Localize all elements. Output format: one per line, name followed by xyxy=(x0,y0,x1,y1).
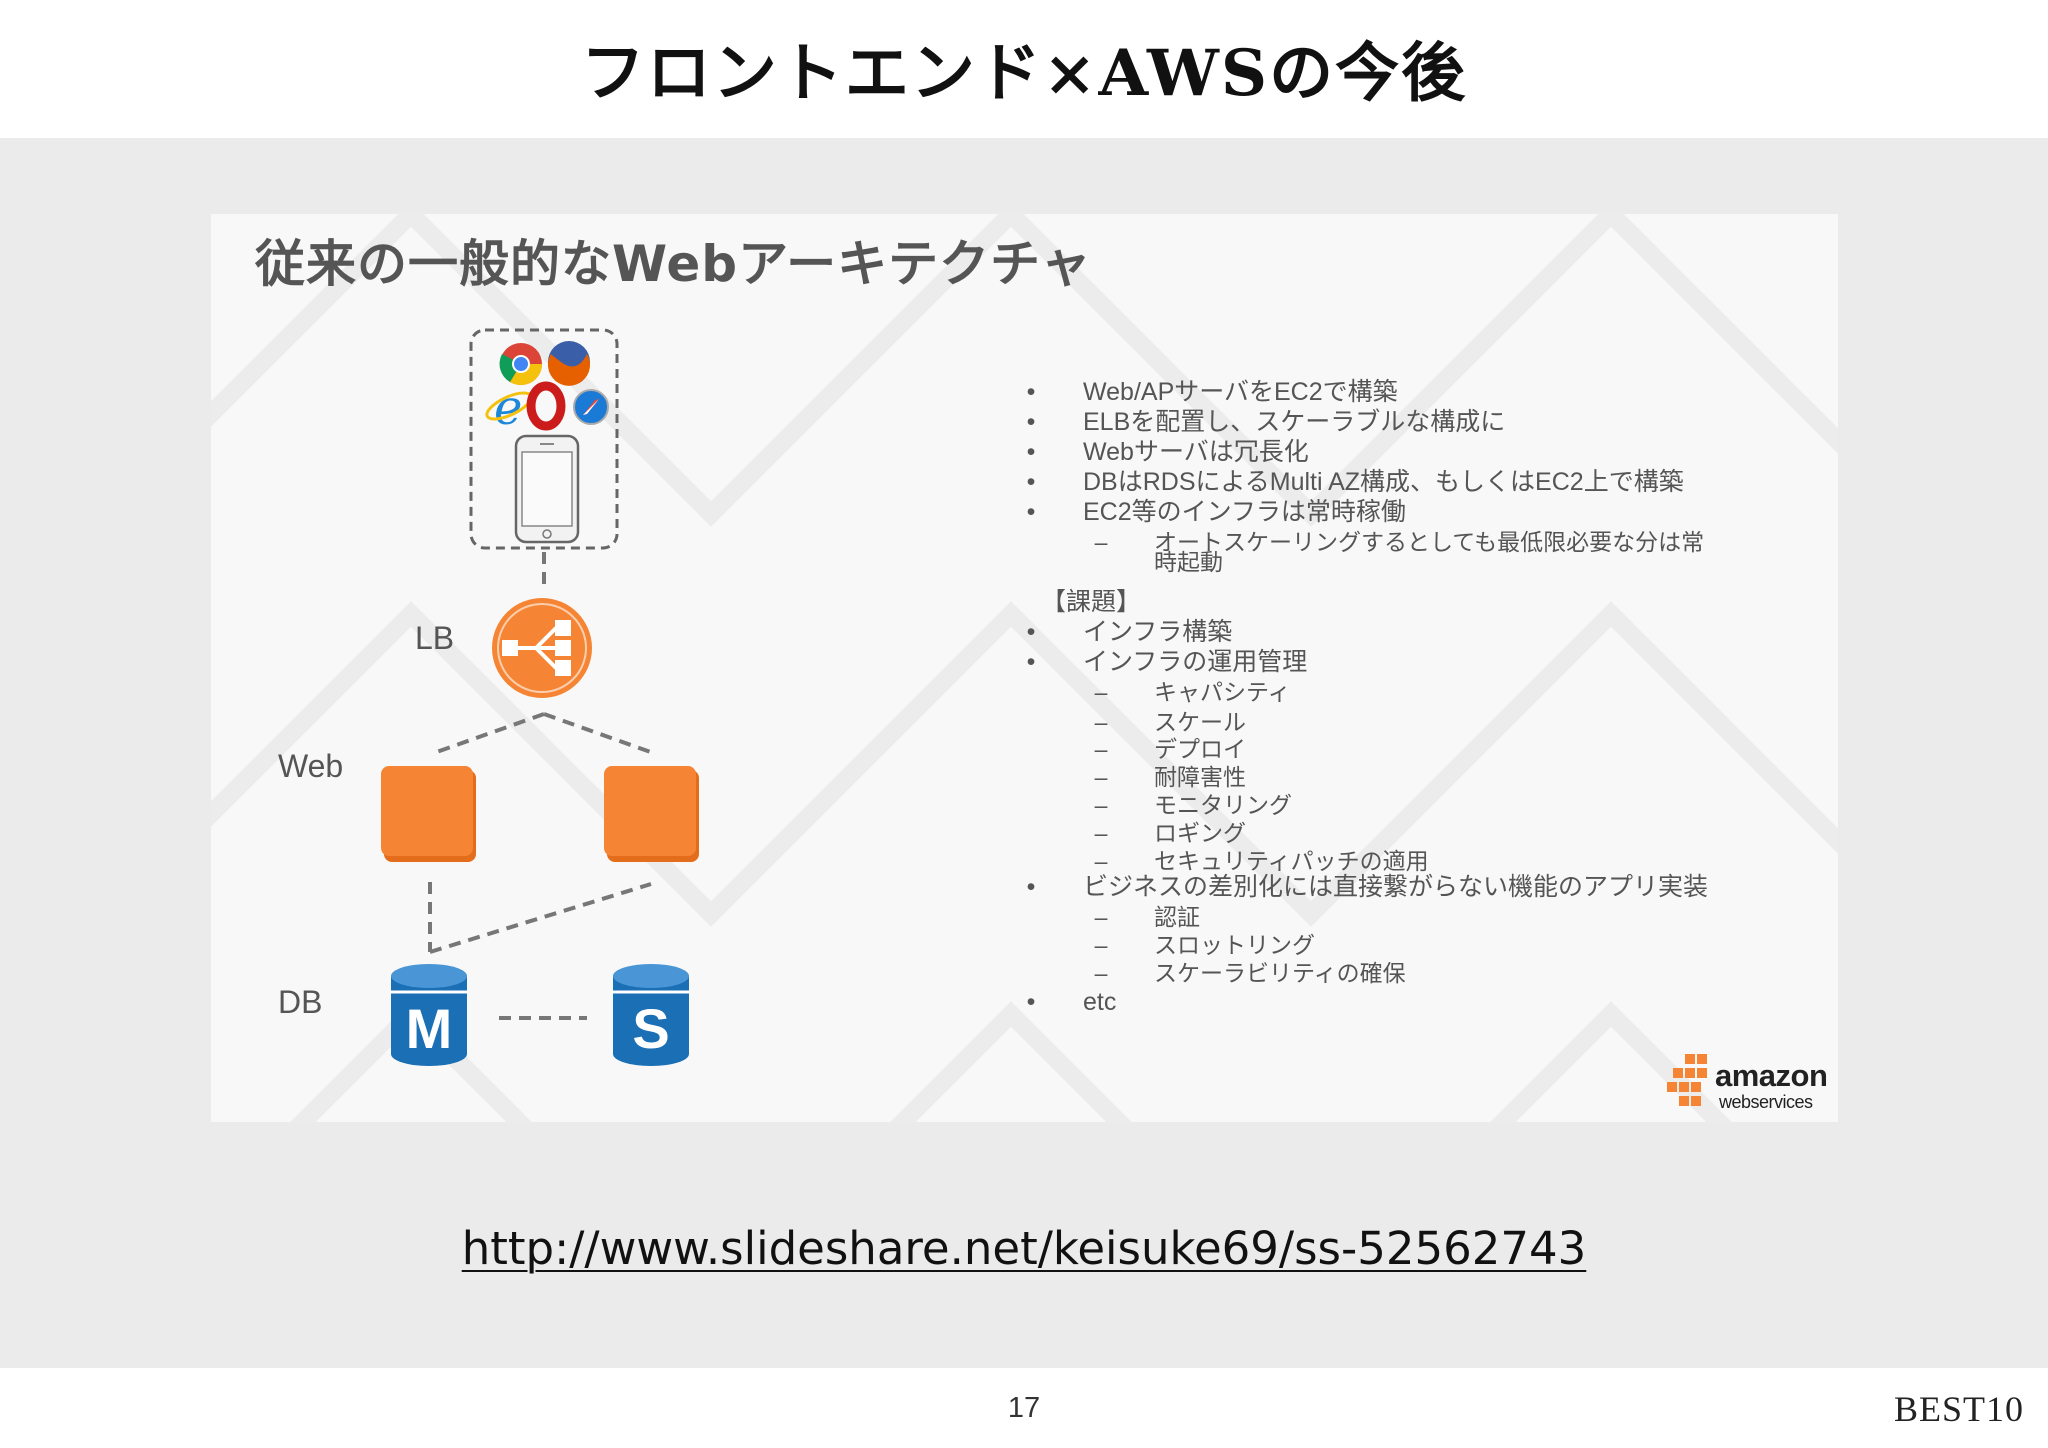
aws-logo-webservices: webservices xyxy=(1719,1092,1813,1112)
bullet-text: セキュリティパッチの適用 xyxy=(1154,848,1429,874)
db-master-label: M xyxy=(406,997,453,1060)
bullet-marker: • xyxy=(1026,648,1036,676)
bullet-text: DBはRDSによるMulti AZ構成、もしくはEC2上で構築 xyxy=(1083,468,1684,496)
bullet-text: ELBを配置し、スケーラブルな構成に xyxy=(1083,408,1506,436)
source-link[interactable]: http://www.slideshare.net/keisuke69/ss-5… xyxy=(461,1222,1587,1275)
bullet-marker: – xyxy=(1094,679,1108,705)
bullet-text: インフラ構築 xyxy=(1083,618,1233,646)
bullet-marker: • xyxy=(1026,468,1036,496)
bullet-marker: • xyxy=(1026,873,1036,901)
bullet-marker: • xyxy=(1026,988,1036,1016)
bullet-marker: – xyxy=(1094,848,1108,874)
embedded-slide: 従来の一般的なWebアーキテクチャ e xyxy=(211,214,1838,1122)
db-slave-label: S xyxy=(632,997,669,1060)
chrome-icon xyxy=(499,343,543,386)
bullet-text: EC2等のインフラは常時稼働 xyxy=(1083,498,1406,526)
bullet-marker: – xyxy=(1094,792,1108,818)
bullet-marker: – xyxy=(1094,960,1108,986)
tier-label-db: DB xyxy=(278,984,323,1020)
bullet-text: etc xyxy=(1083,988,1117,1016)
page-number: 17 xyxy=(1007,1392,1041,1424)
bullet-text: Webサーバは冗長化 xyxy=(1083,438,1309,466)
bullet-text: ビジネスの差別化には直接繋がらない機能のアプリ実装 xyxy=(1083,873,1709,901)
bullet-text: 認証 xyxy=(1154,904,1200,930)
aws-cubes-icon xyxy=(1667,1054,1707,1106)
load-balancer-icon xyxy=(492,598,592,698)
bullet-marker: • xyxy=(1026,378,1036,406)
bullet-marker: • xyxy=(1026,438,1036,466)
firefox-icon xyxy=(548,341,590,386)
database-icon: M xyxy=(391,964,467,1066)
web-server-icon xyxy=(604,766,699,862)
bullet-marker: • xyxy=(1026,618,1036,646)
architecture-diagram: e xyxy=(381,328,699,1066)
bullet-text: 時起動 xyxy=(1154,549,1223,575)
svg-text:e: e xyxy=(494,380,522,436)
bullet-marker: – xyxy=(1094,736,1108,762)
bullet-text: インフラの運用管理 xyxy=(1083,648,1308,676)
tier-label-web: Web xyxy=(278,748,344,784)
bullet-text: スロットリング xyxy=(1154,932,1315,958)
embedded-slide-title: 従来の一般的なWebアーキテクチャ xyxy=(255,235,1092,293)
brand-mark: BEST10 xyxy=(1893,1389,2024,1429)
bullet-marker: • xyxy=(1026,408,1036,436)
bullet-marker: • xyxy=(1026,498,1036,526)
slide-title: フロントエンド×AWSの今後 xyxy=(580,36,1468,111)
bullet-marker: – xyxy=(1094,820,1108,846)
bullet-text: デプロイ xyxy=(1154,736,1246,762)
web-server-icon xyxy=(381,766,476,862)
aws-logo: amazon webservices xyxy=(1667,1052,1837,1122)
bullet-marker: – xyxy=(1094,932,1108,958)
tier-label-lb: LB xyxy=(415,620,455,656)
bullet-text: モニタリング xyxy=(1154,792,1292,818)
safari-icon xyxy=(573,389,609,425)
database-icon: S xyxy=(613,964,689,1066)
aws-logo-amazon: amazon xyxy=(1715,1058,1828,1093)
bullet-text: スケール xyxy=(1154,709,1246,735)
bullet-marker: – xyxy=(1094,764,1108,790)
bullet-marker: – xyxy=(1094,709,1108,735)
smartphone-icon xyxy=(514,434,580,544)
bullet-text: スケーラビリティの確保 xyxy=(1154,960,1406,986)
bullet-text: ロギング xyxy=(1154,820,1246,846)
bullet-text: 【課題】 xyxy=(1041,588,1142,616)
opera-icon xyxy=(526,381,566,431)
bullet-text: Web/APサーバをEC2で構築 xyxy=(1083,378,1398,406)
bullet-marker: – xyxy=(1094,529,1108,555)
bullet-text: 耐障害性 xyxy=(1154,764,1246,790)
bullet-text: オートスケーリングするとしても最低限必要な分は常 xyxy=(1154,529,1705,555)
bullet-marker: – xyxy=(1094,904,1108,930)
bullet-text: キャパシティ xyxy=(1154,679,1291,705)
ie-icon: e xyxy=(485,380,533,436)
